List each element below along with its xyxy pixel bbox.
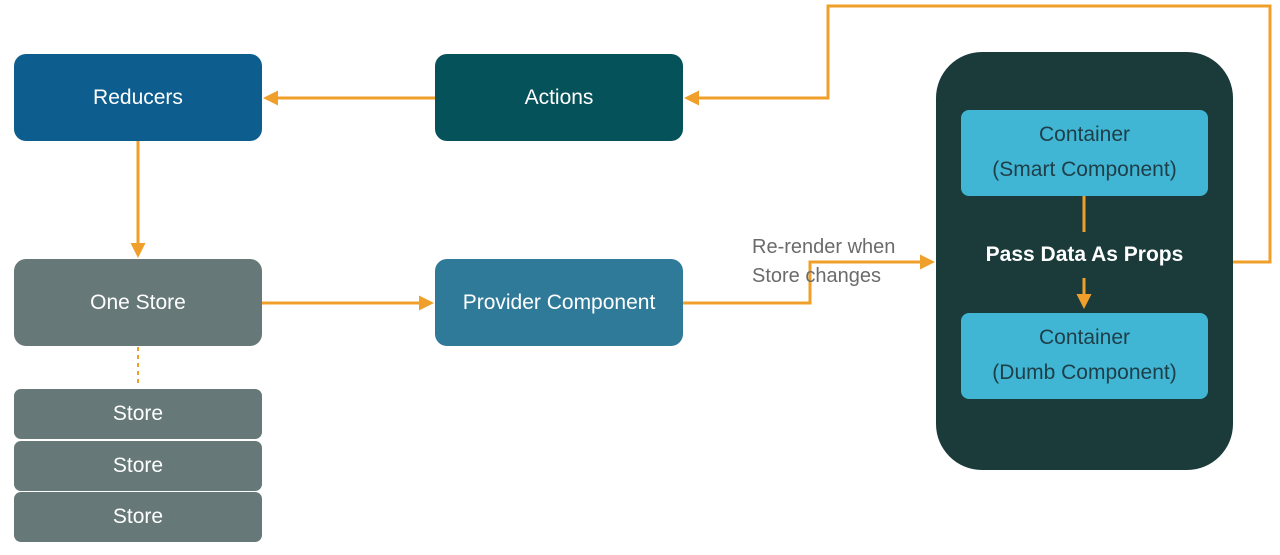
container-dumb-subtitle: (Dumb Component) (992, 361, 1177, 384)
store-node-2: Store (14, 441, 262, 491)
rerender-edge-label: Re-render when Store changes (752, 233, 932, 291)
reducers-label: Reducers (93, 85, 183, 109)
container-dumb-node: Container (Dumb Component) (961, 313, 1208, 399)
store-node-1: Store (14, 389, 262, 439)
provider-component-node: Provider Component (435, 259, 683, 346)
one-store-label: One Store (90, 290, 186, 314)
arrow-panel-to-actions (684, 4, 1272, 264)
container-smart-node: Container (Smart Component) (961, 110, 1208, 196)
arrow-provider-to-panel (683, 254, 935, 305)
store-label-3: Store (112, 505, 164, 529)
one-store-node: One Store (14, 259, 262, 346)
actions-label: Actions (524, 85, 594, 109)
actions-node: Actions (435, 54, 683, 141)
container-smart-title: Container (1038, 123, 1131, 147)
rerender-label-line1: Re-render when (752, 236, 896, 258)
reducers-node: Reducers (14, 54, 262, 141)
container-smart-subtitle: (Smart Component) (992, 158, 1177, 181)
container-dumb-title: Container (1038, 326, 1131, 350)
rerender-label-line2: Store changes (752, 265, 881, 287)
pass-data-as-props-label: Pass Data As Props (985, 243, 1184, 266)
store-label-2: Store (112, 454, 164, 478)
provider-component-label: Provider Component (462, 290, 656, 314)
store-node-3: Store (14, 492, 262, 542)
store-label-1: Store (112, 402, 164, 426)
